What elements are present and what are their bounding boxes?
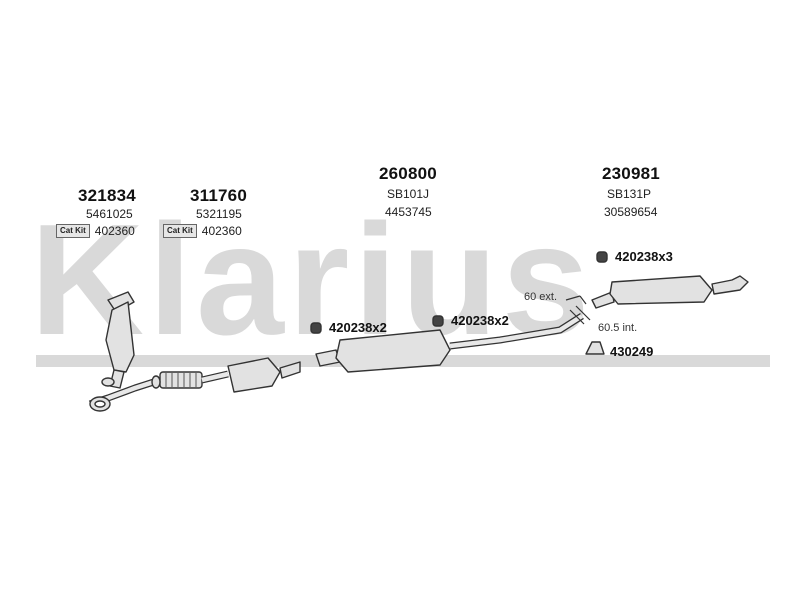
rubber-mount-icon [596, 251, 608, 263]
hanger-label-4: 430249 [610, 344, 654, 359]
catkit-311760: Cat Kit 402360 [163, 224, 242, 238]
part-number-321834: 321834 [78, 186, 136, 205]
joint-marks [565, 295, 591, 325]
part-number-260800: 260800 [379, 164, 437, 183]
clamp-icon [585, 341, 605, 355]
part-ref-321834: 5461025 [86, 207, 133, 221]
hanger-label-3: 420238x3 [615, 249, 673, 264]
front-downpipe-drawing [101, 291, 135, 389]
part-ref-311760: 5321195 [196, 207, 242, 221]
part-ref-230981: 30589654 [604, 205, 658, 219]
part-ref-260800: 4453745 [385, 205, 432, 219]
dimension-ext: 60 ext. [524, 291, 558, 303]
catkit-ref: 402360 [94, 224, 135, 238]
part-code-230981: SB131P [607, 187, 652, 201]
catkit-321834: Cat Kit 402360 [56, 224, 135, 238]
catkit-ref: 402360 [201, 224, 242, 238]
rubber-mount-icon [432, 315, 444, 327]
part-code-260800: SB101J [387, 187, 430, 201]
part-number-311760: 311760 [190, 186, 247, 205]
part-number-230981: 230981 [602, 164, 660, 183]
catkit-badge: Cat Kit [163, 224, 197, 238]
centre-silencer-drawing [315, 313, 584, 373]
catkit-badge: Cat Kit [56, 224, 90, 238]
rubber-mount-icon [310, 322, 322, 334]
front-pipe-flex-drawing [88, 357, 301, 412]
hanger-label-2: 420238x2 [451, 313, 509, 328]
dimension-int: 60.5 int. [598, 322, 638, 334]
hanger-label-1: 420238x2 [329, 320, 387, 335]
rear-silencer-drawing [591, 275, 749, 309]
